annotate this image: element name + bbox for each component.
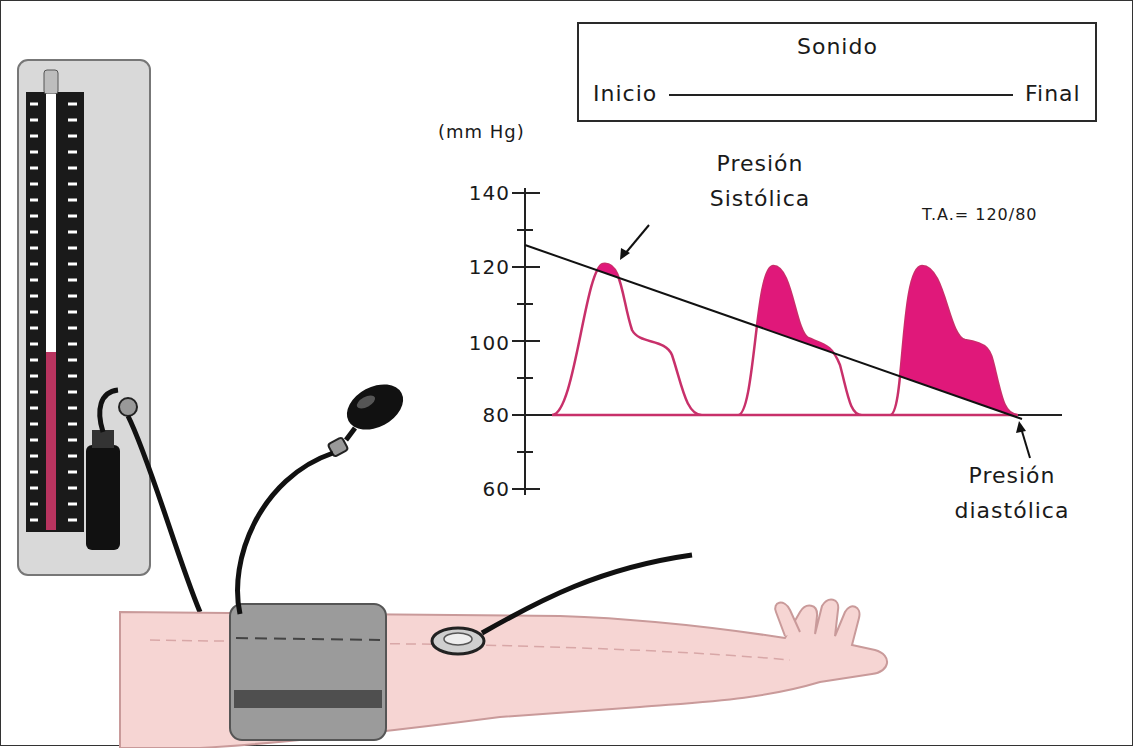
inflation-bulb	[238, 375, 411, 614]
box-text: Final	[1025, 81, 1081, 106]
axis-unit: (mm Hg)	[438, 118, 525, 147]
mercury-manometer	[18, 60, 200, 612]
range-line	[669, 94, 1013, 96]
annotation: T.A.= 120/80	[922, 202, 1038, 228]
legend-box: SonidoInicio Final	[577, 22, 1097, 122]
pressure-chart	[512, 188, 1062, 495]
axis-tick-label: 80	[440, 403, 510, 427]
box-text: Inicio	[593, 81, 657, 106]
axis-tick-label: 140	[440, 181, 510, 205]
pressure-cuff	[230, 604, 386, 740]
box-heading: Sonido	[797, 34, 878, 59]
annotation: Presión diastólica	[935, 458, 1089, 528]
axis-tick-label: 60	[440, 477, 510, 501]
axis-tick-label: 120	[440, 255, 510, 279]
axis-tick-label: 100	[440, 331, 510, 355]
annotation: Presión Sistólica	[672, 146, 848, 216]
stethoscope	[432, 555, 692, 654]
